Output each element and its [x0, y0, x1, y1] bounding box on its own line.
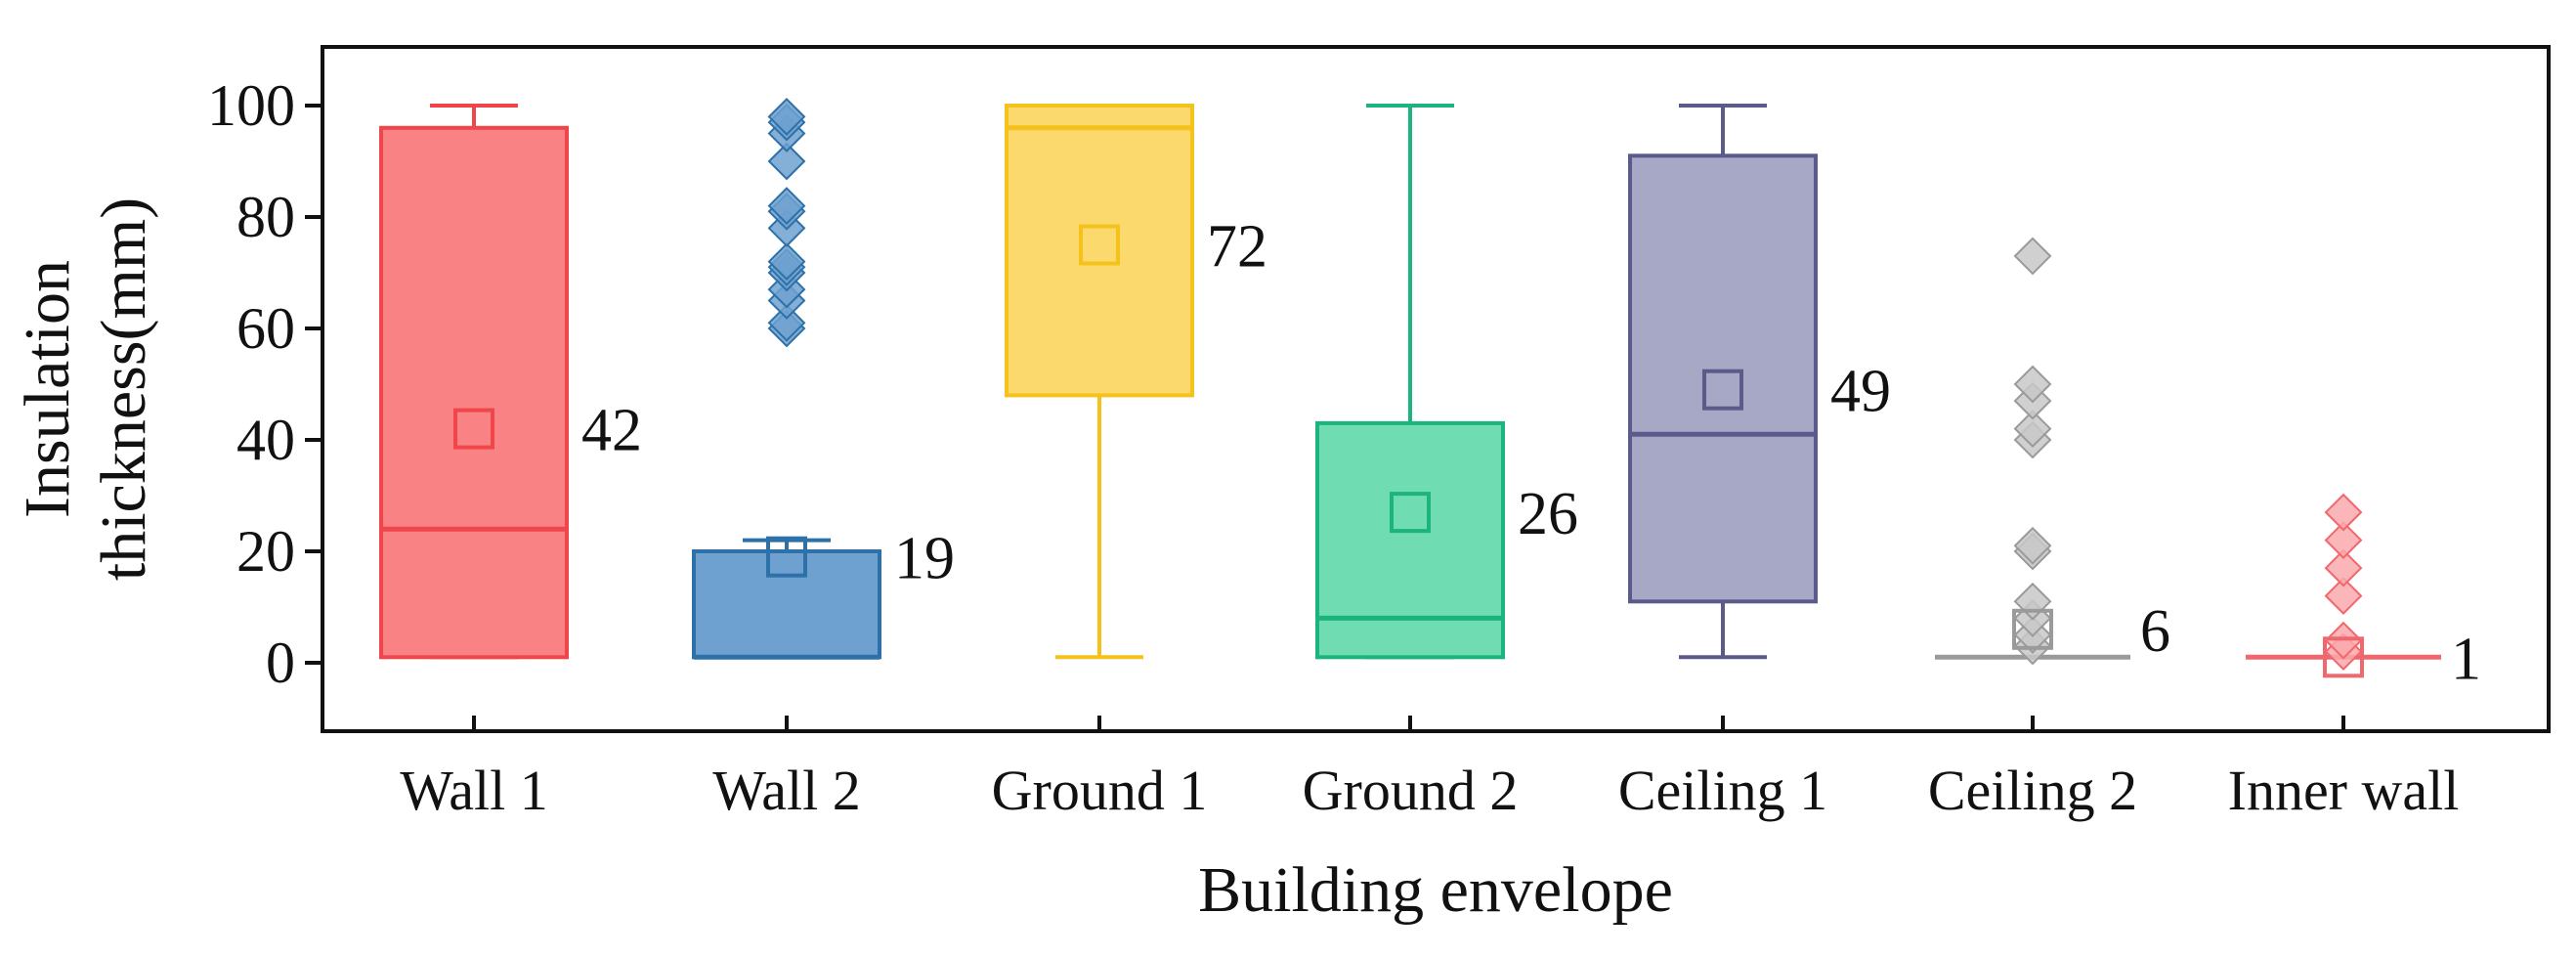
y-tick-label: 80	[236, 185, 295, 249]
mean-label: 26	[1518, 481, 1578, 547]
outlier-point	[767, 303, 806, 342]
x-tick-label: Wall 1	[400, 759, 548, 822]
mean-label: 1	[2451, 626, 2481, 692]
y-axis-title: Insulation thickness(mm)	[12, 197, 159, 581]
x-tick-label: Ceiling 2	[1928, 759, 2137, 822]
y-tick-label: 60	[236, 296, 295, 361]
box-wall-1: 42	[379, 104, 642, 660]
outlier-point	[2013, 410, 2052, 449]
y-tick-label: 100	[207, 73, 295, 138]
y-axis-title-line-1: Insulation	[12, 260, 83, 518]
box-ground-1: 72	[1005, 104, 1267, 660]
outlier-point	[2013, 526, 2052, 565]
mean-marker	[2323, 636, 2364, 678]
box-iqr	[1005, 104, 1194, 398]
x-tick-label: Ground 2	[1303, 759, 1519, 822]
x-tick-label: Ceiling 1	[1618, 759, 1827, 822]
box-iqr	[379, 125, 569, 660]
x-tick-label: Inner wall	[2228, 759, 2460, 822]
outlier-point	[2324, 548, 2363, 587]
mean-label: 42	[581, 398, 642, 464]
box-iqr	[1628, 153, 1818, 604]
outlier-point	[767, 187, 806, 226]
x-tick-label: Wall 2	[712, 759, 861, 822]
outlier-point	[2324, 521, 2363, 560]
box-series: 42 19 72 26 49 6 1	[379, 97, 2481, 692]
outlier-point	[2324, 493, 2363, 532]
y-tick-label: 40	[236, 408, 295, 472]
outlier-point	[767, 242, 806, 282]
box-iqr	[1315, 420, 1505, 660]
box-ground-2: 26	[1315, 104, 1578, 660]
outlier-point	[2013, 237, 2052, 276]
mean-marker	[2012, 608, 2053, 650]
mean-marker	[766, 536, 807, 578]
mean-label: 72	[1207, 214, 1267, 281]
mean-label: 49	[1830, 359, 1891, 425]
box-iqr	[692, 549, 881, 660]
plot-frame	[321, 45, 2551, 733]
mean-marker	[1702, 369, 1743, 411]
x-tick-label: Ground 1	[992, 759, 1208, 822]
mean-marker	[1079, 224, 1120, 266]
mean-marker	[453, 408, 494, 450]
x-axis-title: Building envelope	[1198, 854, 1673, 926]
mean-marker	[1390, 492, 1431, 534]
mean-label: 19	[894, 526, 955, 592]
box-ceiling-1: 49	[1628, 104, 1891, 660]
box-wall-2: 19	[692, 97, 955, 660]
outlier-point	[767, 142, 806, 181]
x-axis: Wall 1 Wall 2 Ground 1 Ground 2 Ceiling 1 Cei…	[400, 716, 2459, 822]
y-axis-title-line-2: thickness(mm)	[88, 197, 159, 581]
outlier-point	[2324, 577, 2363, 616]
outlier-point	[2013, 365, 2052, 404]
box-inner-wall: 1	[2246, 493, 2481, 692]
box-ceiling-2: 6	[1935, 237, 2170, 666]
y-axis: 0 20 40 60 80 100	[207, 73, 322, 695]
y-tick-label: 20	[236, 519, 295, 584]
mean-label: 6	[2140, 598, 2170, 665]
y-tick-label: 0	[266, 631, 295, 695]
outlier-point	[767, 97, 806, 136]
